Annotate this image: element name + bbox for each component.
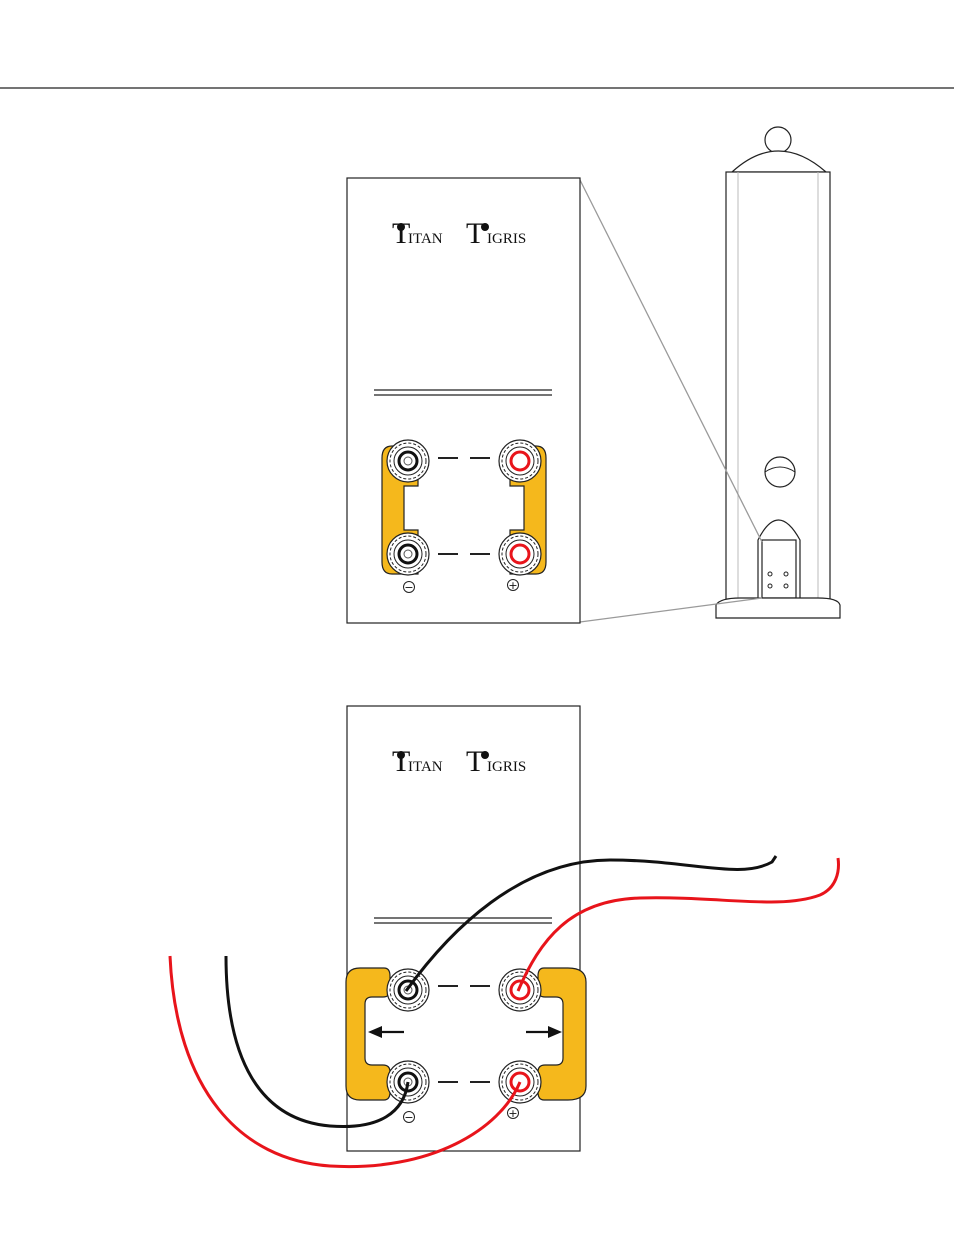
positive-symbol-2: + [508,1107,517,1120]
negative-symbol-2: − [404,1111,413,1124]
post-positive-lower [499,533,541,575]
terminal-panel-bottom: T ITAN T IGRIS − + [346,706,586,1151]
post-negative-lower [387,533,429,575]
tweeter-dome [765,127,791,153]
negative-symbol: − [404,581,413,594]
woofer [765,457,795,487]
terminal-plate-small [762,540,796,598]
terminal-panel-top: T ITAN T IGRIS − + [347,178,580,623]
brand2-small-2: IGRIS [487,759,526,775]
positive-symbol: + [508,579,517,592]
top-cap [732,151,826,172]
brand-small-2: IGRIS [487,231,526,247]
brand2-small-1: ITAN [408,759,443,775]
brand-big-t2: T [466,217,484,250]
tower-speaker [716,127,840,618]
post-positive-upper [499,440,541,482]
post-negative-upper [387,440,429,482]
brand2-big-t2: T [466,745,484,778]
brand-small-1: ITAN [408,231,443,247]
